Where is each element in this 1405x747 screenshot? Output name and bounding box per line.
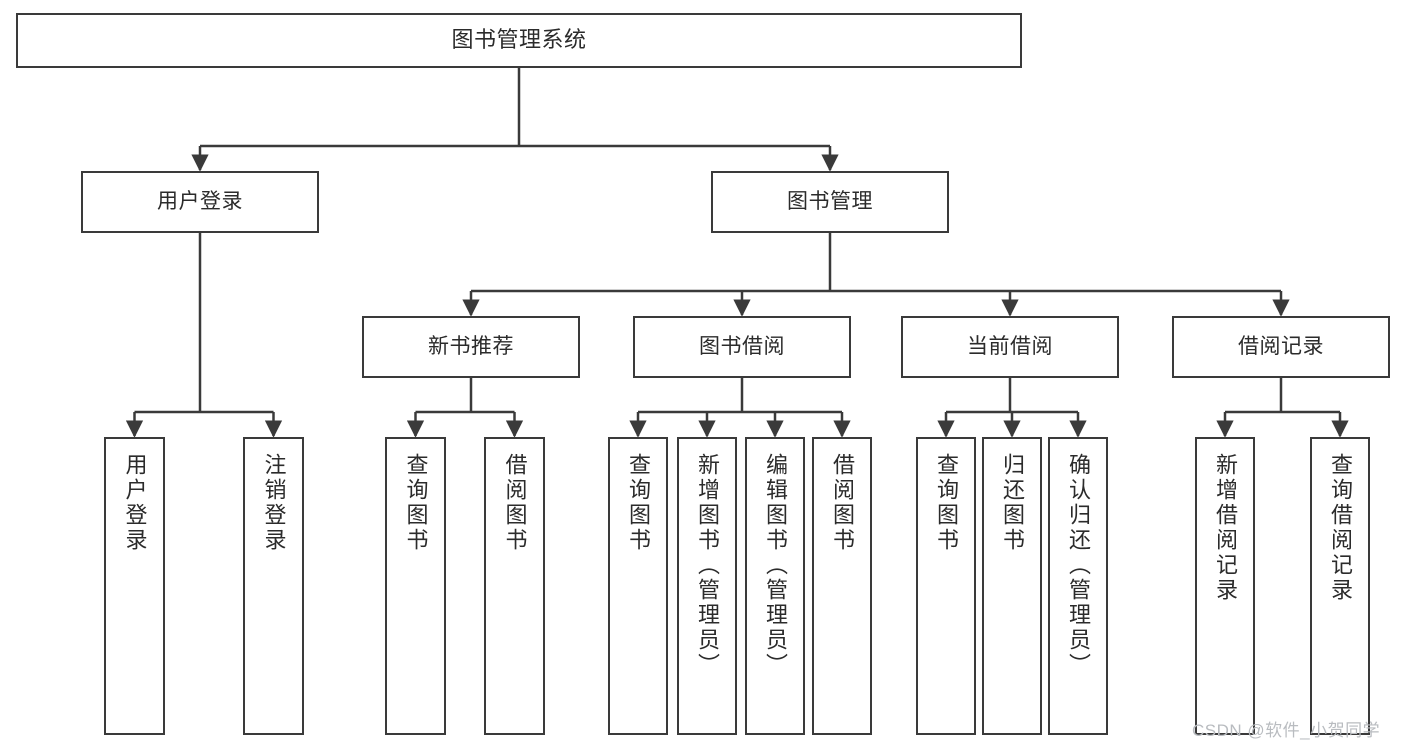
- node-label-user-login: 用户登录: [157, 190, 243, 214]
- node-label-borrow-record: 借阅记录: [1238, 335, 1324, 359]
- node-label-leaf-return-book: 归还图书: [1000, 453, 1025, 553]
- node-label-leaf-query-book-1: 查询图书: [403, 453, 429, 553]
- node-leaf-add-record: 新增借阅记录: [1195, 437, 1255, 735]
- node-leaf-edit-book: 编辑图书（管理员）: [745, 437, 805, 735]
- node-root: 图书管理系统: [16, 13, 1022, 68]
- node-label-leaf-query-record: 查询借阅记录: [1328, 453, 1353, 603]
- node-leaf-confirm-return: 确认归还（管理员）: [1048, 437, 1108, 735]
- node-label-root: 图书管理系统: [451, 27, 587, 53]
- node-label-leaf-user-login: 用户登录: [122, 453, 148, 553]
- node-label-book-manage: 图书管理: [787, 190, 873, 214]
- node-label-leaf-query-book-2: 查询图书: [626, 453, 651, 553]
- node-leaf-borrow-book-1: 借阅图书: [484, 437, 545, 735]
- node-label-current-borrow: 当前借阅: [967, 335, 1053, 359]
- node-label-leaf-query-book-3: 查询图书: [934, 453, 959, 553]
- node-label-new-book-rec: 新书推荐: [428, 335, 514, 359]
- node-current-borrow: 当前借阅: [901, 316, 1119, 378]
- node-leaf-query-book-2: 查询图书: [608, 437, 668, 735]
- node-label-leaf-borrow-book-2: 借阅图书: [830, 453, 855, 553]
- watermark-label: CSDN @软件_小贺同学: [1192, 721, 1381, 740]
- node-label-book-borrow: 图书借阅: [699, 335, 785, 359]
- node-leaf-borrow-book-2: 借阅图书: [812, 437, 872, 735]
- node-user-login: 用户登录: [81, 171, 319, 233]
- node-book-borrow: 图书借阅: [633, 316, 851, 378]
- node-label-leaf-confirm-return: 确认归还（管理员）: [1066, 453, 1091, 678]
- node-borrow-record: 借阅记录: [1172, 316, 1390, 378]
- node-leaf-query-book-3: 查询图书: [916, 437, 976, 735]
- node-label-leaf-edit-book: 编辑图书（管理员）: [763, 453, 788, 678]
- node-leaf-query-record: 查询借阅记录: [1310, 437, 1370, 735]
- node-label-leaf-add-book: 新增图书（管理员）: [695, 453, 720, 678]
- node-leaf-return-book: 归还图书: [982, 437, 1042, 735]
- node-leaf-user-login: 用户登录: [104, 437, 165, 735]
- node-label-leaf-logout: 注销登录: [261, 453, 287, 553]
- node-new-book-rec: 新书推荐: [362, 316, 580, 378]
- node-leaf-logout: 注销登录: [243, 437, 304, 735]
- node-label-leaf-borrow-book-1: 借阅图书: [502, 453, 528, 553]
- node-label-leaf-add-record: 新增借阅记录: [1213, 453, 1238, 603]
- node-leaf-add-book: 新增图书（管理员）: [677, 437, 737, 735]
- node-leaf-query-book-1: 查询图书: [385, 437, 446, 735]
- node-book-manage: 图书管理: [711, 171, 949, 233]
